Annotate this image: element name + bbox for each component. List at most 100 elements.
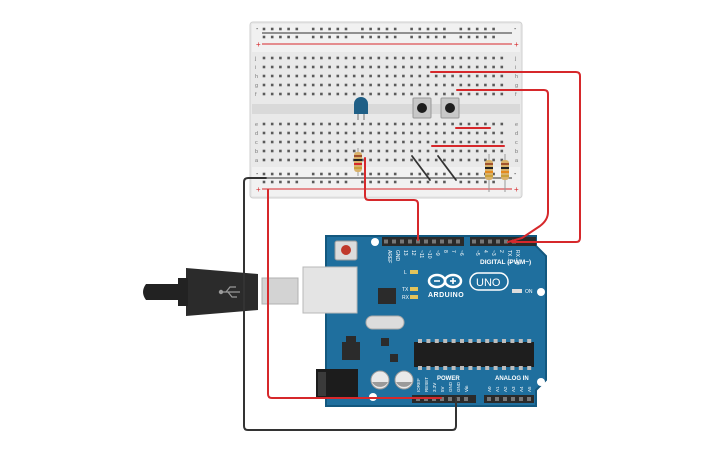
power-pin-label: RESET xyxy=(424,377,429,392)
uno-badge xyxy=(469,272,509,291)
rail-hole xyxy=(320,35,323,39)
breadboard-hole xyxy=(385,56,389,60)
row-letter: h xyxy=(515,74,518,80)
breadboard-hole xyxy=(451,131,454,135)
rail-hole xyxy=(467,172,471,176)
rail-hole xyxy=(492,27,495,31)
breadboard-hole xyxy=(352,56,356,60)
breadboard-hole xyxy=(410,131,413,135)
mcu-pin xyxy=(493,339,498,343)
digital-pin-label: GND xyxy=(394,250,400,262)
breadboard-hole xyxy=(336,140,340,144)
breadboard-hole xyxy=(385,83,389,87)
breadboard-hole xyxy=(434,74,438,78)
row-letter: f xyxy=(515,92,517,98)
rail-hole xyxy=(492,180,495,184)
breadboard-hole xyxy=(336,83,340,87)
rail-hole xyxy=(279,27,282,31)
uno-model-text: UNO xyxy=(476,277,501,289)
analog-pin-label: A1 xyxy=(495,386,500,392)
breadboard-hole xyxy=(459,83,463,87)
rail-hole xyxy=(320,172,323,176)
breadboard-hole xyxy=(418,56,422,60)
rail-label-minus-top: - xyxy=(256,26,259,33)
mcu-pin xyxy=(518,366,523,370)
breadboard-hole xyxy=(344,74,348,78)
breadboard-hole xyxy=(475,140,479,144)
breadboard-hole xyxy=(418,149,422,153)
rail-hole xyxy=(434,172,438,176)
mounting-hole xyxy=(371,238,379,246)
breadboard-hole xyxy=(320,131,323,135)
breadboard-hole xyxy=(287,65,290,69)
voltage-regulator xyxy=(342,342,360,360)
breadboard-hole xyxy=(434,56,438,60)
row-letter: d xyxy=(515,131,518,137)
mcu-pin xyxy=(502,339,506,343)
breadboard-hole xyxy=(279,140,282,144)
breadboard-hole xyxy=(434,149,438,153)
breadboard-hole xyxy=(443,92,446,96)
breadboard-hole xyxy=(402,122,405,126)
breadboard-hole xyxy=(295,92,299,96)
breadboard-hole xyxy=(336,74,340,78)
breadboard-hole xyxy=(344,149,348,153)
breadboard-hole xyxy=(377,74,381,78)
rail-hole xyxy=(361,35,364,39)
breadboard-hole xyxy=(377,122,381,126)
breadboard-hole xyxy=(426,149,430,153)
breadboard-hole xyxy=(385,122,389,126)
breadboard-hole xyxy=(320,74,323,78)
usb-port xyxy=(302,266,358,314)
breadboard-hole xyxy=(385,74,389,78)
analog-pin-label: A5 xyxy=(527,386,532,392)
rail-hole xyxy=(385,180,389,184)
rail-hole xyxy=(328,27,331,31)
rail-hole xyxy=(287,172,290,176)
breadboard-hole xyxy=(303,122,307,126)
breadboard-hole xyxy=(270,140,274,144)
breadboard-hole xyxy=(311,149,315,153)
breadboard-hole xyxy=(459,140,463,144)
breadboard-hole xyxy=(344,65,348,69)
analog-pin-label: A0 xyxy=(487,386,492,392)
breadboard-hole xyxy=(492,122,495,126)
breadboard-hole xyxy=(295,65,299,69)
breadboard-hole xyxy=(262,74,266,78)
rail-hole xyxy=(443,27,446,31)
breadboard-hole xyxy=(352,65,356,69)
breadboard-hole xyxy=(393,56,397,60)
breadboard-hole xyxy=(344,92,348,96)
smd-component xyxy=(381,338,389,346)
digital-pin-hole xyxy=(400,239,404,244)
rail-hole xyxy=(492,35,495,39)
breadboard-hole xyxy=(467,158,471,162)
rail-hole xyxy=(336,27,340,31)
breadboard-hole xyxy=(287,74,290,78)
digital-pin-label: ~9 xyxy=(434,250,440,256)
mcu-pin xyxy=(418,339,422,343)
rail-hole xyxy=(418,172,422,176)
breadboard-hole xyxy=(279,74,282,78)
breadboard-hole xyxy=(369,83,372,87)
breadboard-hole xyxy=(443,131,446,135)
breadboard-hole xyxy=(492,131,495,135)
mounting-hole xyxy=(537,378,545,386)
rail-hole xyxy=(369,27,372,31)
digital-pin-label: RX←0 xyxy=(514,250,520,265)
analog-section-label: ANALOG IN xyxy=(495,376,529,382)
power-pin-hole xyxy=(448,397,452,401)
breadboard-hole xyxy=(262,83,266,87)
rail-hole xyxy=(262,35,266,39)
arduino-brand-text: ARDUINO xyxy=(428,292,464,299)
breadboard-hole xyxy=(459,122,463,126)
jumper-gnd-1 xyxy=(411,155,431,181)
breadboard-hole xyxy=(311,140,315,144)
rail-hole xyxy=(434,35,438,39)
rail-hole xyxy=(385,172,389,176)
breadboard-hole xyxy=(320,65,323,69)
rail-hole xyxy=(262,27,266,31)
digital-pin-hole xyxy=(504,239,508,244)
row-letter: j xyxy=(254,56,256,62)
